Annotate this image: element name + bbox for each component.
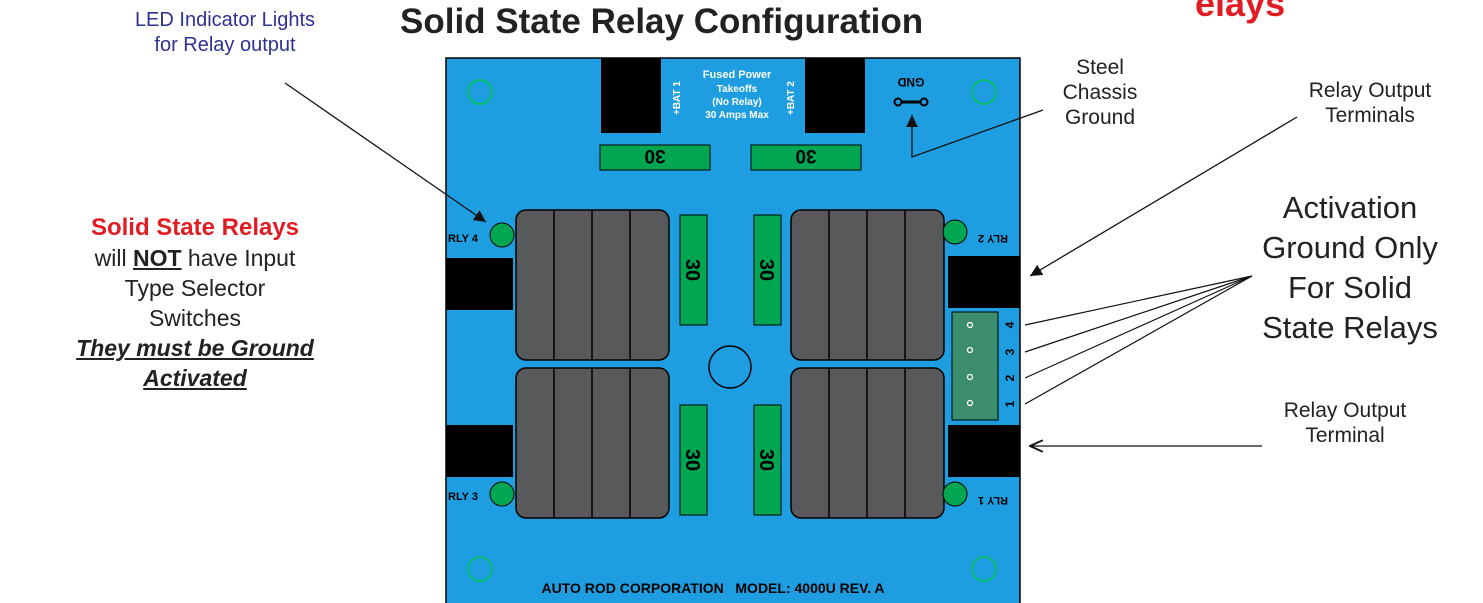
note-heading: Solid State Relays [90, 214, 300, 241]
page-title: Solid State Relay Configuration [400, 2, 924, 41]
steel-label-line: Ground [1064, 106, 1136, 129]
activation-leader-line [1024, 275, 1253, 405]
act-label-line: Ground Only [1262, 230, 1438, 265]
ground-stud-icon [893, 97, 929, 107]
led-label-line: for Relay output [154, 34, 296, 56]
solid-state-note: Solid State Relays will NOT have Input T… [0, 213, 390, 393]
rot1-label-line: Terminal [1305, 424, 1385, 447]
relay1-output-terminal [948, 425, 1020, 477]
fused-line: 30 Amps Max [705, 110, 769, 121]
relay-output-terminal-label: Relay Output Terminal [1255, 398, 1435, 448]
act-label-line: Activation [1282, 190, 1418, 225]
activation-terminal-block [951, 311, 999, 421]
led-rly1-icon [942, 481, 968, 507]
mount-hole-circle [467, 79, 493, 105]
rly4-label: RLY 4 [448, 233, 479, 245]
relay-top-right [790, 209, 945, 361]
relay3-output-terminal [446, 425, 513, 477]
activation-pin [966, 399, 974, 407]
fused-title: Fused Power [703, 69, 772, 81]
fuse-mid-upper-left: 30 [679, 214, 708, 326]
bat1-terminal [601, 58, 661, 133]
gnd-label: GND [897, 75, 924, 89]
steel-label-line: Chassis [1062, 81, 1138, 104]
fuse-value: 30 [795, 145, 816, 166]
fuse-mid-upper-right: 30 [753, 214, 782, 326]
fuse-value: 30 [644, 145, 665, 166]
relay4-output-terminal [446, 258, 513, 310]
title-fragment: elays [1195, 0, 1286, 24]
relay-bottom-right [790, 367, 945, 519]
ground-leader-arrow [906, 109, 1044, 158]
activation-leader-line [1024, 275, 1253, 379]
note-have: have Input [181, 245, 296, 271]
bat2-terminal [805, 58, 865, 133]
note-line: Type Selector [124, 275, 266, 301]
led-label-line: LED Indicator Lights [134, 9, 316, 31]
note-will: will [94, 245, 133, 271]
activation-leader-line [1024, 275, 1253, 326]
rly3-label: RLY 3 [448, 491, 478, 503]
pin-label: 3 [1003, 348, 1017, 355]
rot-label-line: Relay Output [1308, 79, 1432, 102]
bat2-label: +BAT 2 [786, 81, 797, 115]
board-footer: AUTO ROD CORPORATION MODEL: 4000U REV. A [541, 580, 884, 596]
pin-label: 4 [1003, 321, 1017, 328]
activation-pin [966, 346, 974, 354]
relay-bottom-left [515, 367, 670, 519]
center-mount-hole [708, 345, 752, 389]
fuse-top-left: 30 [599, 144, 711, 171]
rot1-label-line: Relay Output [1283, 399, 1407, 422]
note-line: Activated [143, 365, 247, 391]
steel-label-line: Steel [1076, 56, 1124, 79]
relay2-output-terminal [948, 256, 1020, 308]
note-line: They must be Ground [76, 335, 314, 361]
led-leader-arrow [284, 82, 487, 223]
rly2-label: RLY 2 [978, 232, 1008, 244]
relay-top-left [515, 209, 670, 361]
led-rly2-icon [942, 219, 968, 245]
activation-pin [966, 373, 974, 381]
led-indicator-label: LED Indicator Lights for Relay output [60, 8, 390, 58]
activation-leader-line [1024, 275, 1253, 353]
note-line: Switches [148, 305, 242, 331]
rly1-label: RLY 1 [978, 494, 1008, 506]
activation-pin [966, 321, 974, 329]
fuse-mid-lower-left: 30 [679, 404, 708, 516]
note-line: will NOT have Input [0, 243, 390, 273]
led-rly4-icon [489, 222, 515, 248]
fuse-value: 30 [755, 259, 777, 281]
mount-hole-circle [971, 556, 997, 582]
rot-label-line: Terminals [1325, 104, 1415, 127]
mount-hole-circle [467, 556, 493, 582]
fuse-value: 30 [755, 449, 777, 471]
note-not: NOT [132, 245, 182, 271]
fuse-mid-lower-right: 30 [753, 404, 782, 516]
act-label-line: State Relays [1262, 310, 1438, 345]
relay-output-terminals-label: Relay Output Terminals [1280, 78, 1460, 128]
act-label-line: For Solid [1287, 270, 1413, 305]
pin-label: 2 [1003, 374, 1017, 381]
bat1-label: +BAT 1 [672, 81, 683, 115]
activation-ground-label: Activation Ground Only For Solid State R… [1220, 188, 1480, 348]
fuse-value: 30 [681, 259, 703, 281]
fuse-top-right: 30 [750, 144, 862, 171]
fused-line: (No Relay) [712, 97, 761, 108]
steel-chassis-label: Steel Chassis Ground [1040, 55, 1160, 130]
fuse-value: 30 [681, 449, 703, 471]
led-rly3-icon [489, 481, 515, 507]
pin-label: 1 [1003, 400, 1017, 407]
fused-line: Takeoffs [717, 84, 758, 95]
terminals-leader-arrow [1029, 116, 1298, 277]
mount-hole-circle [971, 79, 997, 105]
